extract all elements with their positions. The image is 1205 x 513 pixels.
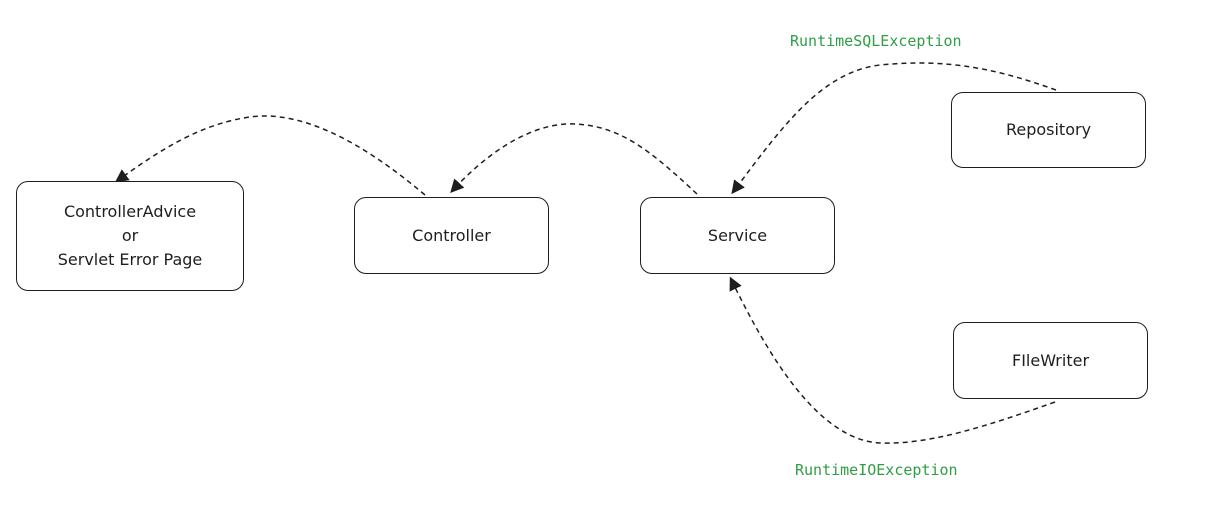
node-controller-label: Controller [412, 225, 491, 245]
edge-label-runtime-io-exception: RuntimeIOException [795, 461, 958, 479]
node-filewriter: FIleWriter [953, 322, 1148, 399]
node-service: Service [640, 197, 835, 274]
arrow-repository-to-service [731, 62, 1057, 195]
arrow-service-to-controller [450, 123, 698, 195]
edge-label-runtime-sql-exception: RuntimeSQLException [790, 32, 962, 50]
arrow-filewriter-to-service [729, 276, 1056, 444]
node-service-label: Service [707, 225, 768, 245]
node-advice-line-3: Servlet Error Page [57, 250, 203, 269]
node-advice-line-2: or [121, 226, 139, 245]
node-controller: Controller [354, 197, 549, 274]
node-filewriter-label: FIleWriter [1011, 350, 1090, 370]
node-advice-line-1: ControllerAdvice [63, 202, 197, 221]
node-repository: Repository [951, 92, 1146, 168]
node-controller-advice: ControllerAdvice or Servlet Error Page [16, 181, 244, 291]
node-repository-label: Repository [1005, 120, 1092, 139]
